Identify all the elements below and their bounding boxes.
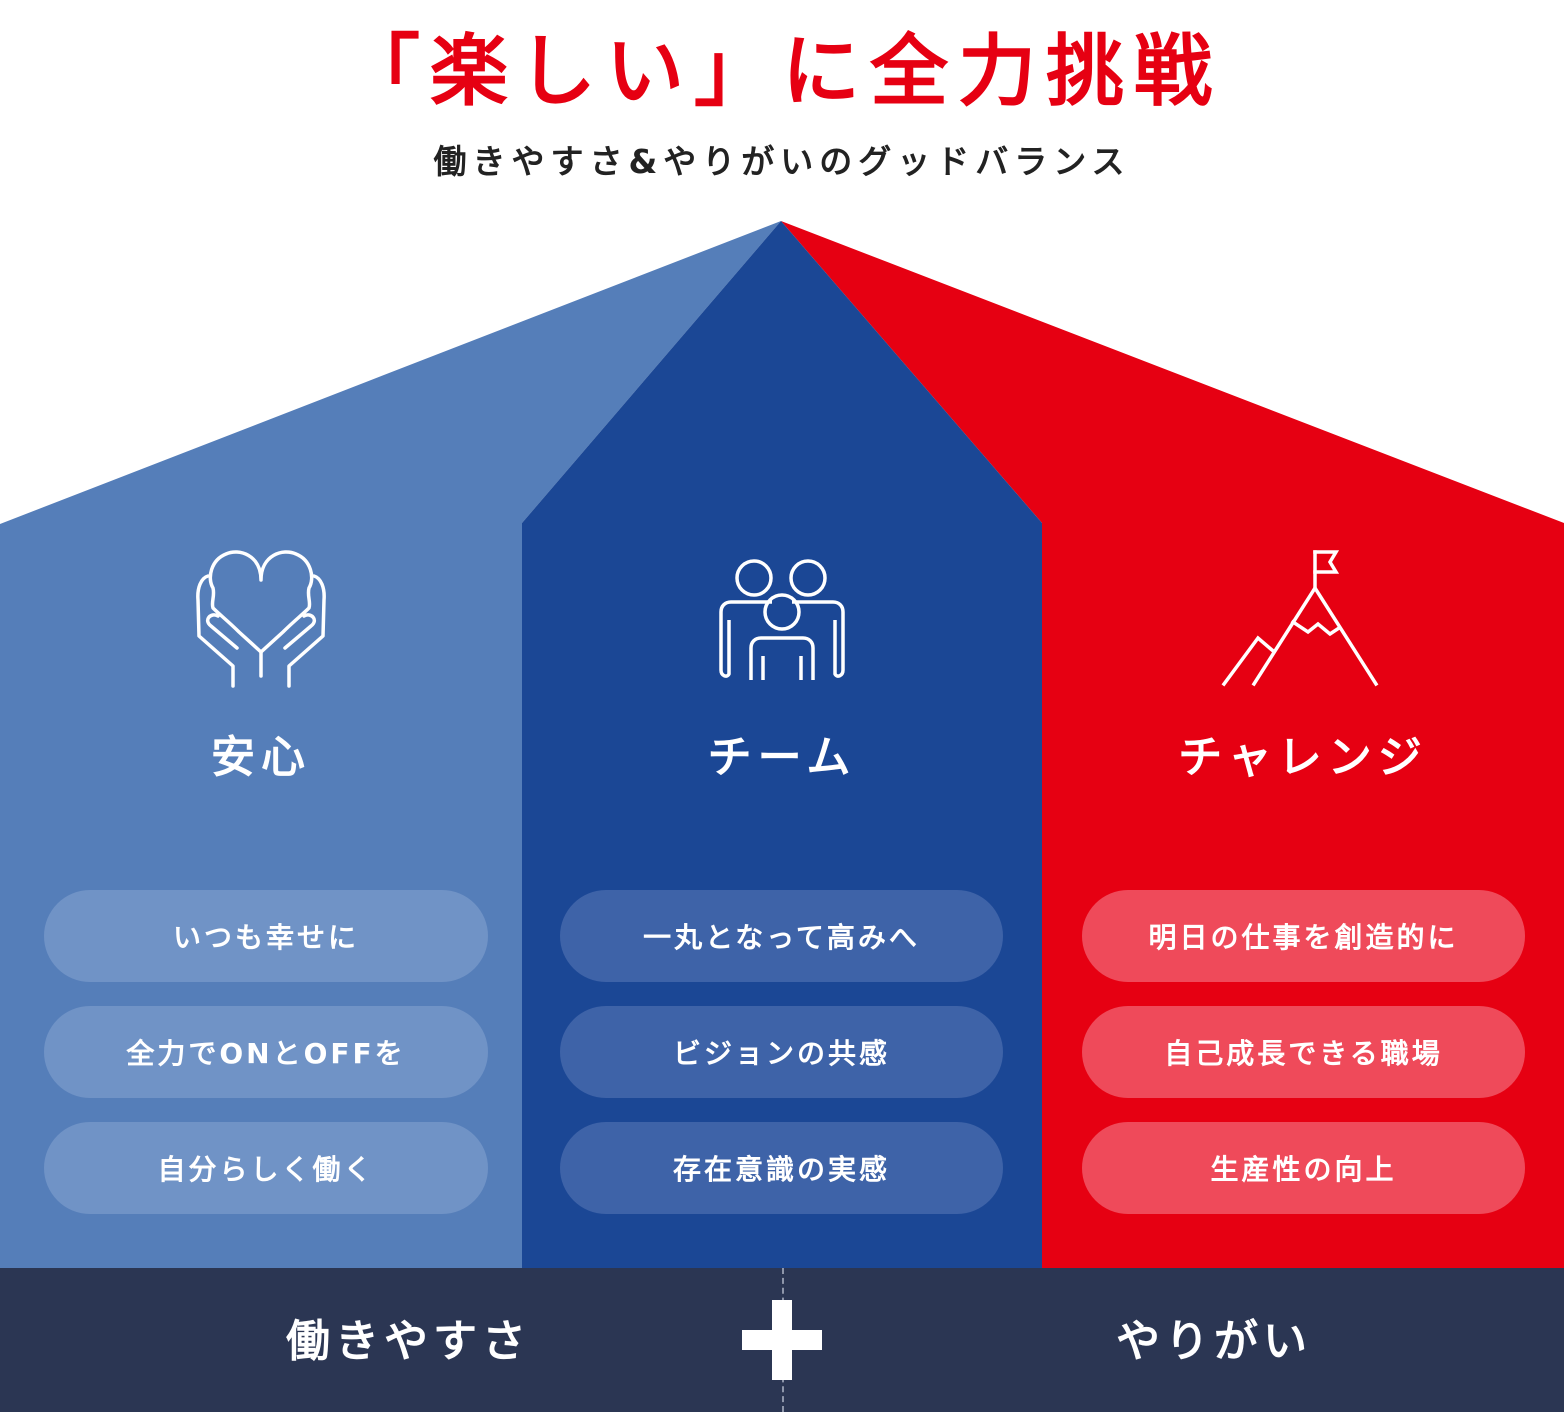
mountain-flag-icon xyxy=(1221,550,1379,687)
team-people-icon xyxy=(719,559,845,680)
value-pill: 自分らしく働く xyxy=(44,1122,488,1214)
heart-in-hands-icon xyxy=(196,550,326,688)
value-pill: 一丸となって高みへ xyxy=(560,890,1003,982)
column-heading: チャレンジ xyxy=(1178,732,1428,783)
value-pill: いつも幸せに xyxy=(44,890,488,982)
value-pill: 明日の仕事を創造的に xyxy=(1082,890,1525,982)
value-pill: 全力でONとOFFを xyxy=(44,1006,488,1098)
value-pill: 生産性の向上 xyxy=(1082,1122,1525,1214)
footer-right-label: やりがい xyxy=(1116,1316,1312,1367)
value-pill: 自己成長できる職場 xyxy=(1082,1006,1525,1098)
footer-left-label: 働きやすさ xyxy=(286,1316,531,1367)
column-anshin: 安心 いつも幸せに 全力でONとOFFを 自分らしく働く xyxy=(0,520,522,1268)
footer-bar: 働きやすさ やりがい xyxy=(0,1268,1564,1412)
value-pill: ビジョンの共感 xyxy=(560,1006,1003,1098)
page-title: 「楽しい」に全力挑戦 xyxy=(341,27,1222,117)
column-team: チーム 一丸となって高みへ ビジョンの共感 存在意識の実感 xyxy=(522,520,1042,1268)
page-subtitle: 働きやすさ&やりがいのグッドバランス xyxy=(433,142,1131,181)
value-pill: 存在意識の実感 xyxy=(560,1122,1003,1214)
column-heading: 安心 xyxy=(211,732,311,783)
column-heading: チーム xyxy=(707,732,857,783)
column-challenge: チャレンジ 明日の仕事を創造的に 自己成長できる職場 生産性の向上 xyxy=(1042,520,1564,1268)
